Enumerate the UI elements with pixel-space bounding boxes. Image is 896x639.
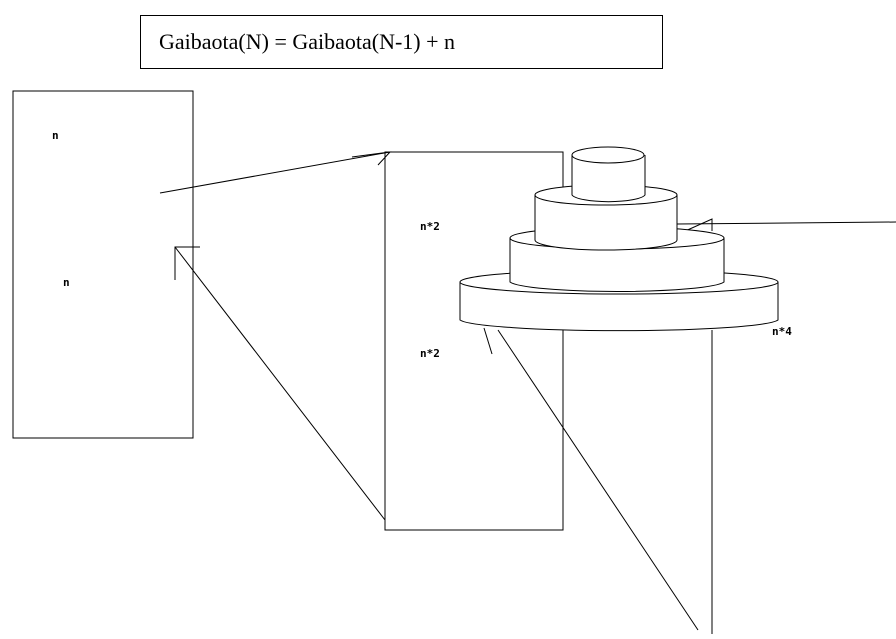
tower-disc-4 [459, 282, 779, 332]
arrow-to-right-edge [676, 221, 896, 225]
tower-disc-1 [571, 155, 646, 203]
formula-text: Gaibaota(N) = Gaibaota(N-1) + n [159, 29, 456, 54]
label-middle-mid: n*2 [420, 347, 440, 360]
arrow-left-to-middle-head [351, 151, 392, 166]
arrow-left-to-middle [159, 151, 391, 194]
label-right: n*4 [772, 325, 792, 338]
label-left-mid: n [63, 276, 70, 289]
middle-rectangle [384, 151, 564, 531]
arrow-middle-to-left-head [174, 246, 200, 280]
arrow-to-right-edge-head [682, 218, 713, 233]
tower [459, 146, 779, 332]
arrow-tower-to-bottom [497, 329, 699, 631]
arrow-middle-to-left [174, 246, 386, 521]
label-left-top: n [52, 129, 59, 142]
left-rectangle [12, 90, 194, 439]
tower-disc-2 [534, 195, 678, 251]
label-middle-top: n*2 [420, 220, 440, 233]
tower-tick [483, 327, 493, 355]
tower-disc-3 [509, 238, 725, 293]
formula-box: Gaibaota(N) = Gaibaota(N-1) + n [140, 15, 663, 69]
